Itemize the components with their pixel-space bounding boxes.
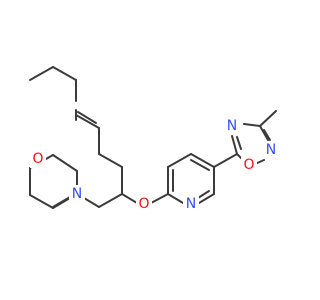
bond-ch-ch2-double-2: [77, 111, 97, 124]
molecule-canvas: N O O N N O N: [29, 66, 279, 213]
bond-morph-2: [52, 66, 77, 81]
bond-pyr-oxd: [213, 153, 238, 168]
atom-symbol: O: [243, 157, 254, 173]
bond-morph-f: [52, 154, 78, 172]
bond-n-ch2: [83, 197, 100, 208]
bond-ch2-ch: [98, 193, 123, 208]
bond-pyr-3-inner: [190, 159, 210, 171]
atom-label-oxadiazole-o: O: [241, 156, 257, 174]
bond-oxd-3-inner: [263, 129, 271, 141]
bond-oxd-1-inner: [236, 136, 242, 150]
atom-label-oxadiazole-n4: N: [224, 117, 240, 135]
atom-label-oxadiazole-n2: N: [263, 141, 279, 159]
atom-label-morpholine-n: N: [69, 185, 85, 203]
bond-oxd-1: [231, 135, 238, 155]
atom-symbol: N: [72, 186, 82, 202]
bond-methyl: [259, 110, 277, 127]
bond-ch-o: [121, 193, 138, 204]
bond-pyr-5-inner: [197, 190, 210, 199]
atom-label-morpholine-o: O: [30, 150, 46, 168]
atom-symbol: O: [32, 151, 43, 167]
atom-symbol: N: [266, 142, 276, 158]
bond-morph-g: [45, 154, 54, 160]
bond-pyr-6: [167, 193, 184, 204]
atom-label-pyridine-n: N: [183, 195, 199, 213]
bond-oxd-2: [243, 123, 261, 127]
bond-ch-ch2-double-1: [75, 114, 100, 129]
atom-label-ether-o: O: [136, 195, 152, 213]
bond-ch2a-ch2b: [98, 153, 123, 168]
bond-morph-1: [29, 66, 54, 81]
bond-pyr-3: [190, 153, 215, 168]
bond-oxd-3: [259, 125, 269, 141]
atom-symbol: N: [227, 118, 237, 134]
bond-o-pyr: [150, 193, 169, 204]
atom-symbol: N: [186, 196, 196, 212]
atom-symbol: O: [138, 196, 149, 212]
bond-morph-c: [29, 194, 54, 209]
bond-pyr-5: [198, 193, 215, 204]
bond-pyr-2: [167, 153, 192, 168]
molecule-structure-svg: N O O N N O N: [29, 66, 279, 213]
bond-morph-d: [52, 197, 71, 209]
